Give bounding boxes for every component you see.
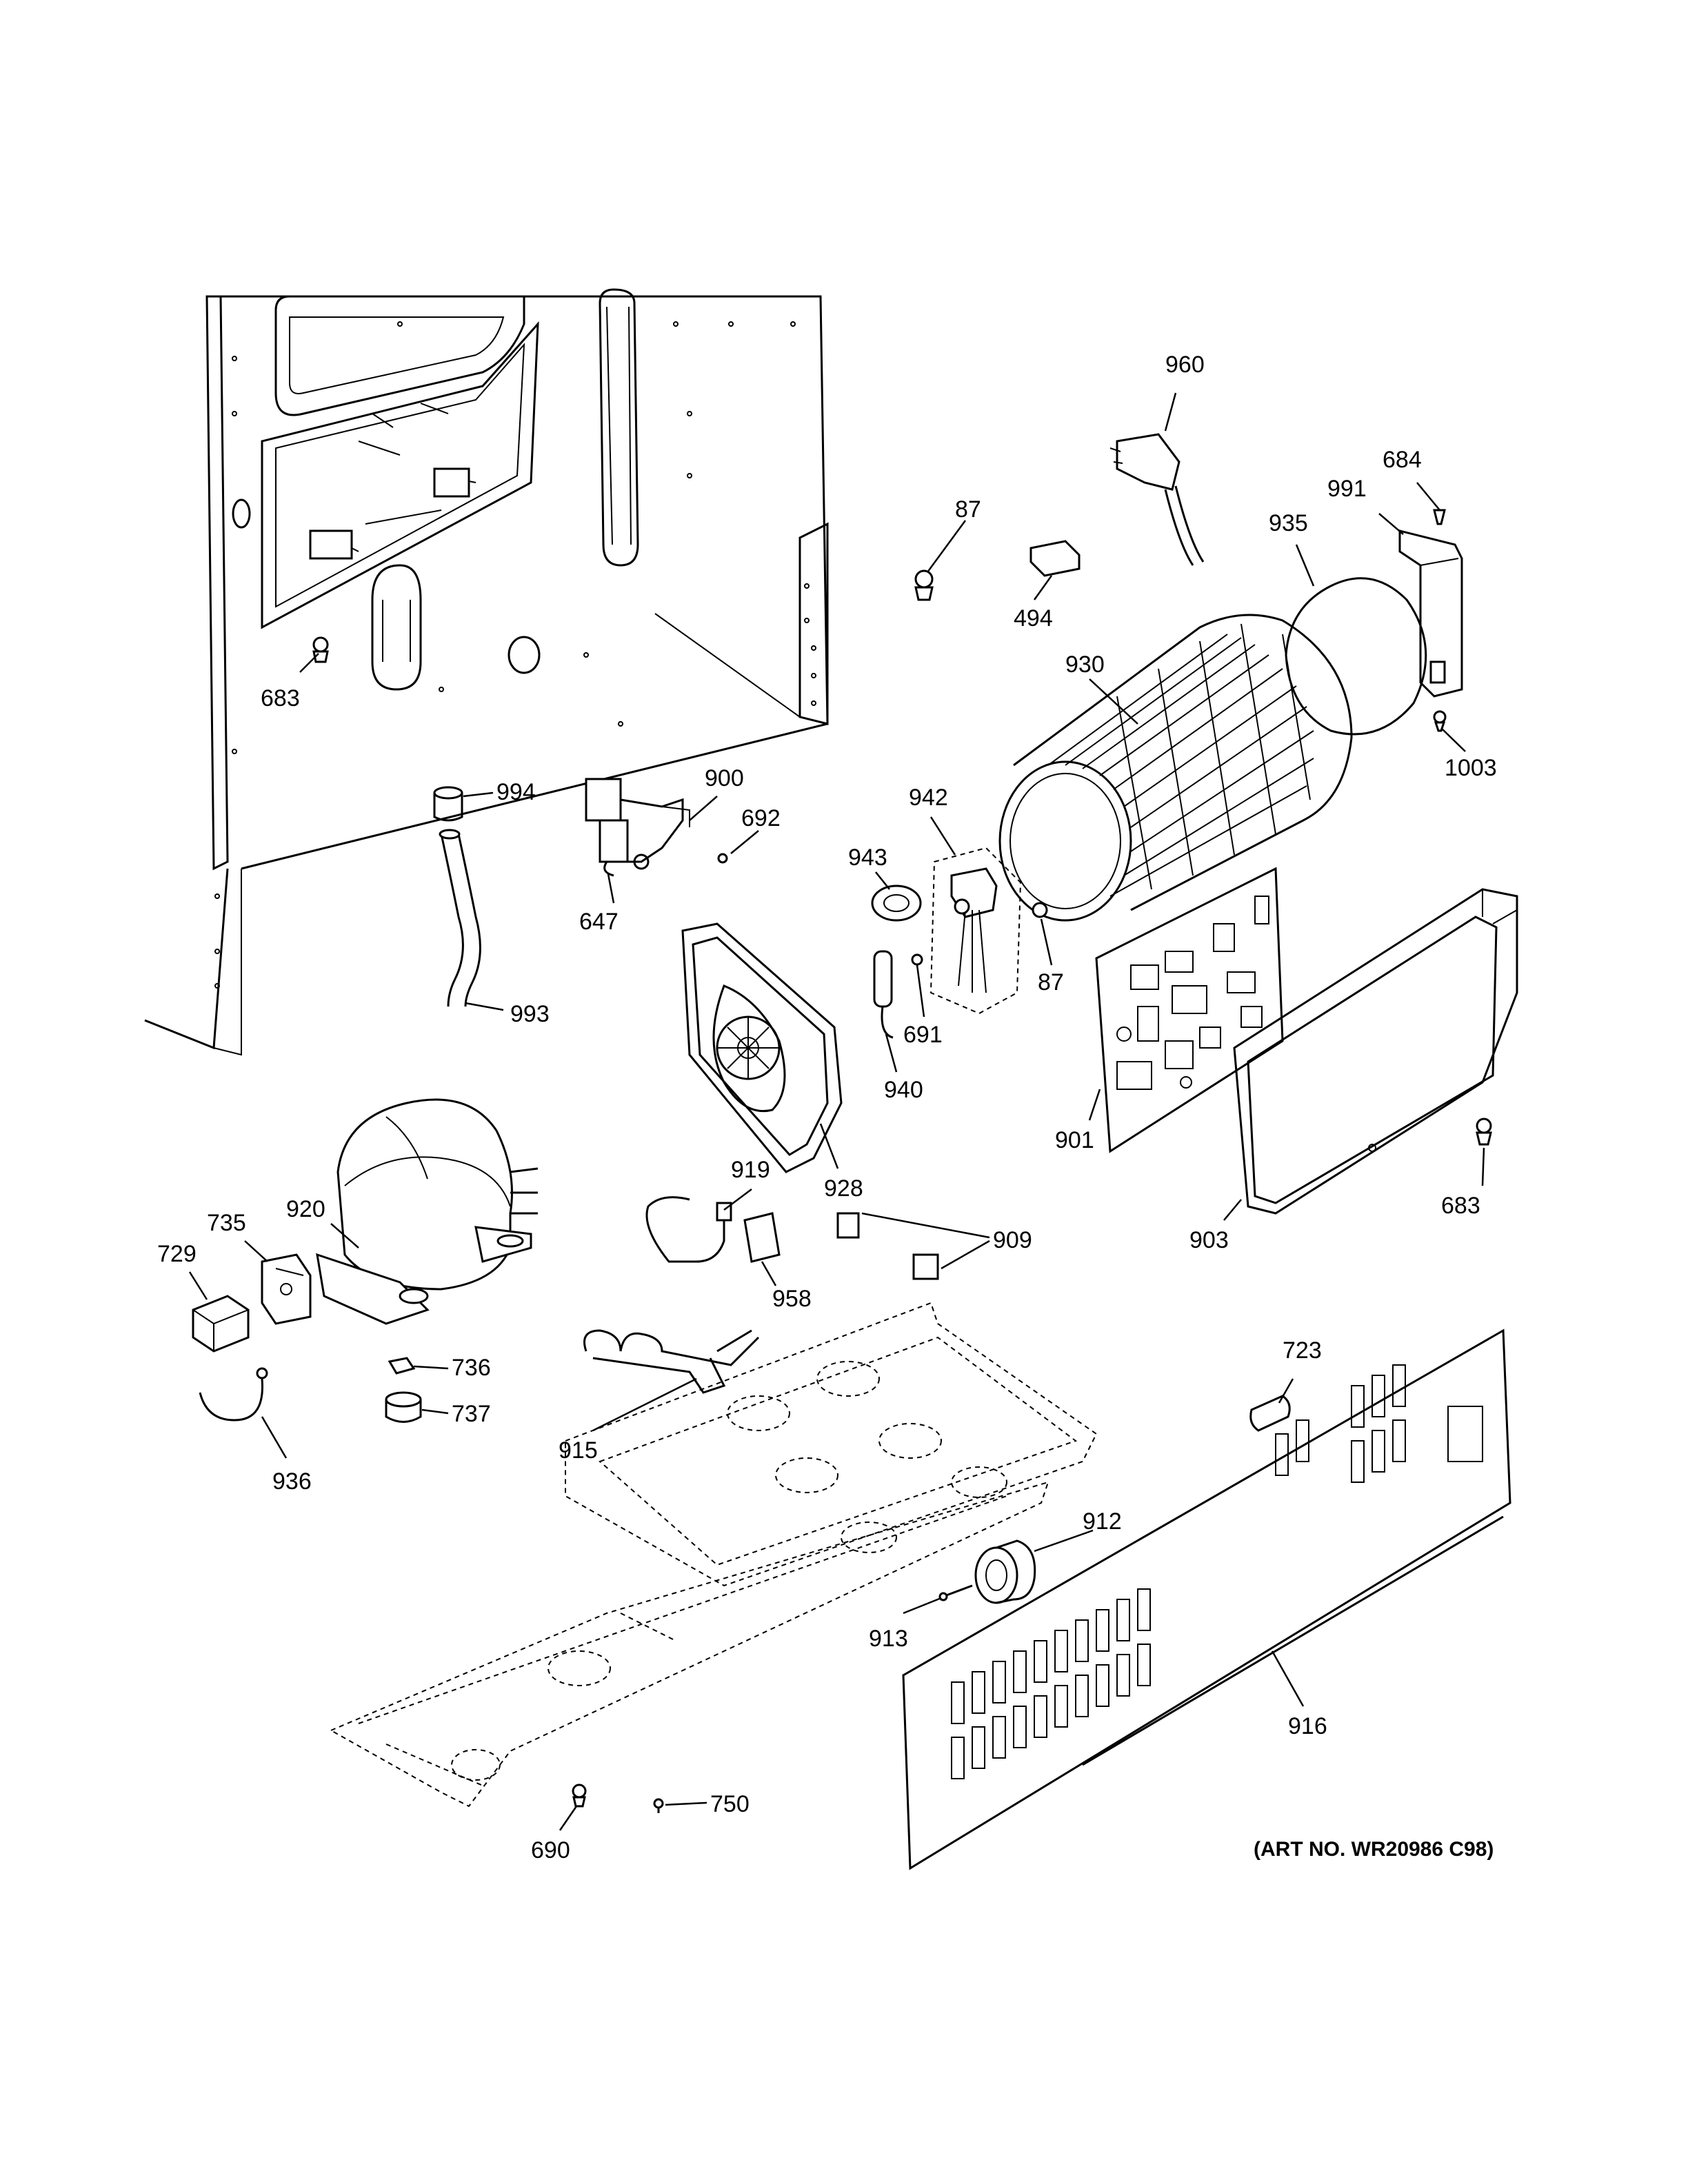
clip-647 [603,861,614,877]
screw-690 [572,1783,587,1808]
callout-928: 928 [824,1175,863,1202]
callout-960: 960 [1165,352,1205,378]
shaft-913 [938,1584,973,1601]
drain-tube-993 [439,829,481,1007]
callout-900: 900 [705,765,744,791]
callout-916: 916 [1288,1713,1327,1739]
compressor-920 [316,1098,539,1325]
grommet-943 [871,884,922,922]
callout-87-top: 87 [955,496,981,523]
callout-909: 909 [993,1227,1032,1253]
callout-690: 690 [531,1837,570,1863]
rear-grille-916 [902,1328,1511,1870]
callout-87-right: 87 [1038,969,1064,995]
tube-919 [645,1196,732,1263]
screw-692 [717,853,728,864]
power-cord-960 [1109,433,1205,566]
callout-683-right: 683 [1441,1193,1480,1219]
callout-942: 942 [909,785,948,811]
screw-87-right [1032,902,1048,918]
callout-994: 994 [496,779,536,805]
screw-683-right [1476,1118,1492,1146]
callout-991: 991 [1327,476,1367,502]
gasket-935 [1285,577,1427,736]
ground-wire-936 [199,1367,268,1422]
drier-tubing-915 [583,1329,760,1394]
callout-736: 736 [452,1355,491,1381]
callout-936: 936 [272,1468,312,1495]
thermistor-940 [873,950,894,1039]
callout-691: 691 [903,1022,943,1048]
callout-737: 737 [452,1401,491,1427]
callout-919: 919 [731,1157,770,1183]
callout-1003: 1003 [1445,755,1497,781]
callout-729: 729 [157,1241,197,1267]
leader-lines [188,392,1485,1831]
callout-750: 750 [710,1791,750,1817]
screw-683-top [312,636,329,663]
callout-915: 915 [559,1437,598,1464]
screw-87-top [914,569,934,601]
overload-729 [192,1295,250,1353]
spacer-723 [1249,1395,1291,1432]
callout-735: 735 [207,1210,246,1236]
tube-994 [433,786,463,822]
callout-943: 943 [848,845,887,871]
callout-920: 920 [286,1196,325,1222]
callout-labels: 683 994 993 900 692 647 960 684 991 935 … [157,352,1497,1863]
relay-735 [261,1253,312,1325]
callout-930: 930 [1065,651,1105,678]
callout-647: 647 [579,909,619,935]
grommet-737 [385,1391,422,1423]
screw-684 [1433,509,1446,525]
art-number: (ART NO. WR20986 C98) [1254,1838,1494,1861]
callout-993: 993 [510,1001,550,1027]
fan-motor-942 [930,847,1022,1015]
callout-494: 494 [1014,605,1053,631]
clip-736 [388,1357,416,1375]
fan-shroud-928 [681,922,843,1173]
fan-motor-912 [974,1539,1036,1604]
water-valve-900 [585,778,690,870]
cabinet-back [144,288,829,1056]
callout-912: 912 [1083,1508,1122,1535]
screw-1003 [1433,710,1447,732]
callout-913: 913 [869,1626,908,1652]
callout-935: 935 [1269,510,1308,536]
condenser-coil-930 [998,614,1353,922]
pad-958 [743,1212,781,1263]
screw-691 [911,953,923,966]
callout-692: 692 [741,805,781,831]
callout-903: 903 [1189,1227,1229,1253]
control-board-901 [1095,867,1284,1153]
base-pan [329,1302,1098,1808]
callout-723: 723 [1283,1337,1322,1364]
bracket-494 [1029,540,1081,577]
foot-909 [836,1212,939,1280]
callout-683-top: 683 [261,685,300,711]
screw-750 [653,1798,664,1813]
callout-958: 958 [772,1286,812,1312]
board-cover-903 [1233,888,1518,1215]
bracket-991 [1398,529,1463,698]
callout-684: 684 [1383,447,1422,473]
callout-901: 901 [1055,1127,1094,1153]
callout-940: 940 [884,1077,923,1103]
